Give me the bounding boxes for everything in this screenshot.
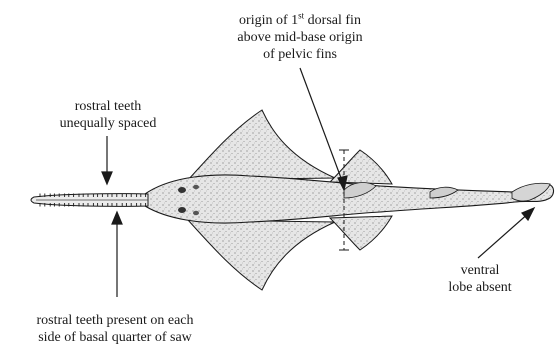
- pectoral-fin-lower: [188, 220, 335, 290]
- arrow-ventral-lobe: [478, 212, 530, 258]
- label-rostral-teeth-spacing: rostral teeth unequally spaced: [48, 98, 168, 132]
- label-dorsal-line3: of pelvic fins: [205, 46, 395, 63]
- label-ventral-lobe: ventral lobe absent: [430, 262, 530, 296]
- label-dorsal-line2: above mid-base origin: [205, 29, 395, 46]
- pelvic-fin-lower: [330, 216, 392, 250]
- label-dorsal-fin-origin: origin of 1st dorsal fin above mid-base …: [205, 12, 395, 63]
- label-dorsal-line1: origin of 1st dorsal fin: [205, 12, 395, 29]
- label-rostral-teeth-basal: rostral teeth present on each side of ba…: [10, 312, 220, 346]
- pectoral-fin-upper: [188, 110, 335, 180]
